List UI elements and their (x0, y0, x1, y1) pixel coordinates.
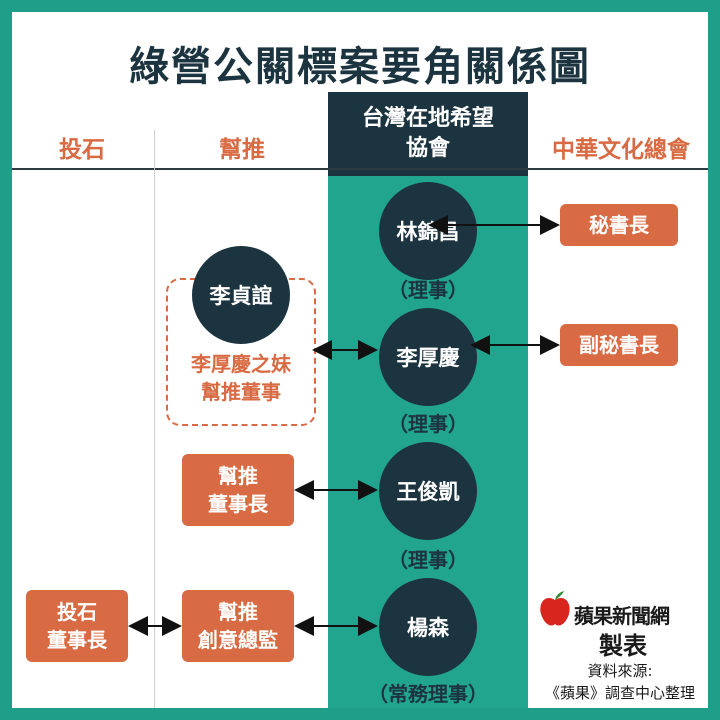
column-header-bangtui: 幫推 (219, 137, 265, 163)
person-name: 楊森 (407, 616, 449, 640)
column-header-culture: 中華文化總會 (552, 137, 690, 163)
brand-name: 蘋果新聞網 (574, 604, 670, 628)
source-label: 資料來源: (587, 662, 653, 680)
person-node-li-zhenyi: 李貞誼 (192, 246, 290, 344)
role-box-label: 副秘書長 (579, 333, 659, 357)
person-role-li-houqing: （理事） (388, 412, 468, 436)
association-header-line2: 協會 (405, 136, 450, 161)
column-divider (154, 130, 155, 708)
source-text: 《蘋果》調查中心整理 (544, 684, 695, 702)
diagram-title: 綠營公關標案要角關係圖 (129, 44, 591, 90)
role-box-deputy-secretary: 副秘書長 (560, 324, 678, 366)
sister-note: 李厚慶之妹 幫推董事 (166, 350, 316, 406)
person-name: 李貞誼 (209, 284, 273, 308)
column-header-toushi: 投石 (59, 137, 105, 163)
diagram-canvas: 台灣在地希望 協會 綠營公關標案要角關係圖 投石 幫推 中華文化總會 林錦昌 （… (12, 12, 708, 708)
role-box-label: 秘書長 (589, 213, 649, 237)
role-box-label: 幫推 (218, 600, 258, 624)
role-box-secretary: 秘書長 (560, 204, 678, 246)
person-node-wang: 王俊凱 (379, 442, 477, 540)
role-box-label: 創意總監 (198, 628, 278, 652)
person-role-yang: （常務理事） (368, 682, 488, 706)
person-name: 王俊凱 (396, 480, 460, 504)
person-role-wang: （理事） (388, 548, 468, 572)
connector-arrows (128, 215, 560, 636)
person-node-yang: 楊森 (379, 578, 477, 676)
role-box-label: 董事長 (208, 492, 268, 516)
role-box-toushi-chairman: 投石 董事長 (26, 590, 128, 662)
sister-note-line2: 幫推董事 (201, 380, 281, 404)
role-box-label: 幫推 (218, 464, 258, 488)
header-divider (12, 168, 708, 170)
person-name: 李厚慶 (396, 346, 460, 370)
role-box-bangtui-creative: 幫推 創意總監 (182, 590, 294, 662)
role-box-label: 投石 (57, 600, 97, 624)
person-node-li-houqing: 李厚慶 (379, 308, 477, 406)
sister-note-line1: 李厚慶之妹 (191, 352, 291, 376)
association-header-line1: 台灣在地希望 (361, 106, 494, 131)
made-by-label: 製表 (599, 632, 647, 660)
role-box-bangtui-chairman: 幫推 董事長 (182, 454, 294, 526)
association-header: 台灣在地希望 協會 (328, 92, 528, 176)
person-role-lin: （理事） (388, 278, 468, 302)
role-box-label: 董事長 (47, 628, 107, 652)
apple-logo-icon (540, 591, 570, 626)
